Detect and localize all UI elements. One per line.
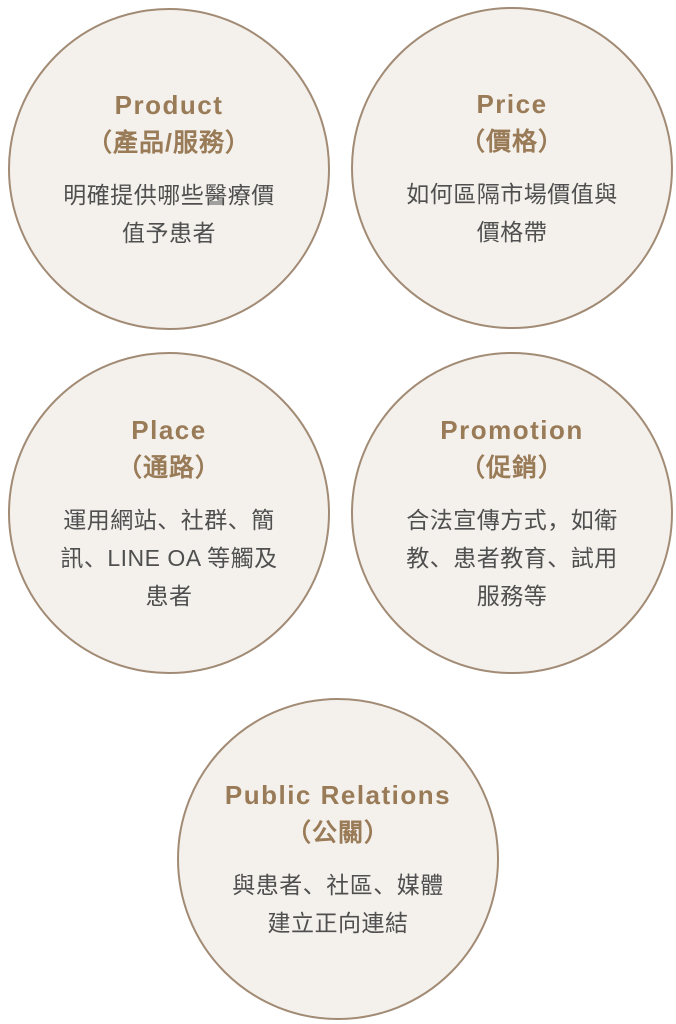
circle-promotion: Promotion （促銷） 合法宣傳方式，如衛 教、患者教育、試用 服務等	[351, 352, 673, 674]
circle-promotion-title: Promotion	[440, 415, 584, 445]
circle-public-relations-subtitle: （公關）	[285, 819, 390, 847]
circle-place: Place （通路） 運用網站、社群、簡 訊、LINE OA 等觸及 患者	[8, 352, 330, 674]
circle-price: Price （價格） 如何區隔市場價值與 價格帶	[351, 7, 673, 329]
circle-promotion-subtitle: （促銷）	[459, 454, 564, 482]
circle-place-description: 運用網站、社群、簡 訊、LINE OA 等觸及 患者	[60, 507, 278, 609]
circle-product-description: 明確提供哪些醫療價 值予患者	[63, 182, 275, 246]
circle-public-relations-title: Public Relations	[224, 780, 452, 810]
circle-place-subtitle: （通路）	[116, 454, 221, 482]
circle-product: Product （產品/服務） 明確提供哪些醫療價 值予患者	[8, 8, 330, 330]
circle-public-relations: Public Relations （公關） 與患者、社區、媒體 建立正向連結	[177, 698, 499, 1020]
circle-price-subtitle: （價格）	[459, 128, 564, 156]
circle-price-description: 如何區隔市場價值與 價格帶	[406, 181, 618, 245]
circle-price-title: Price	[476, 89, 548, 119]
circle-product-title: Product	[114, 90, 224, 120]
circle-public-relations-description: 與患者、社區、媒體 建立正向連結	[232, 872, 444, 936]
circle-promotion-description: 合法宣傳方式，如衛 教、患者教育、試用 服務等	[406, 507, 618, 609]
circle-product-subtitle: （產品/服務）	[87, 129, 251, 157]
circle-place-title: Place	[131, 415, 207, 445]
